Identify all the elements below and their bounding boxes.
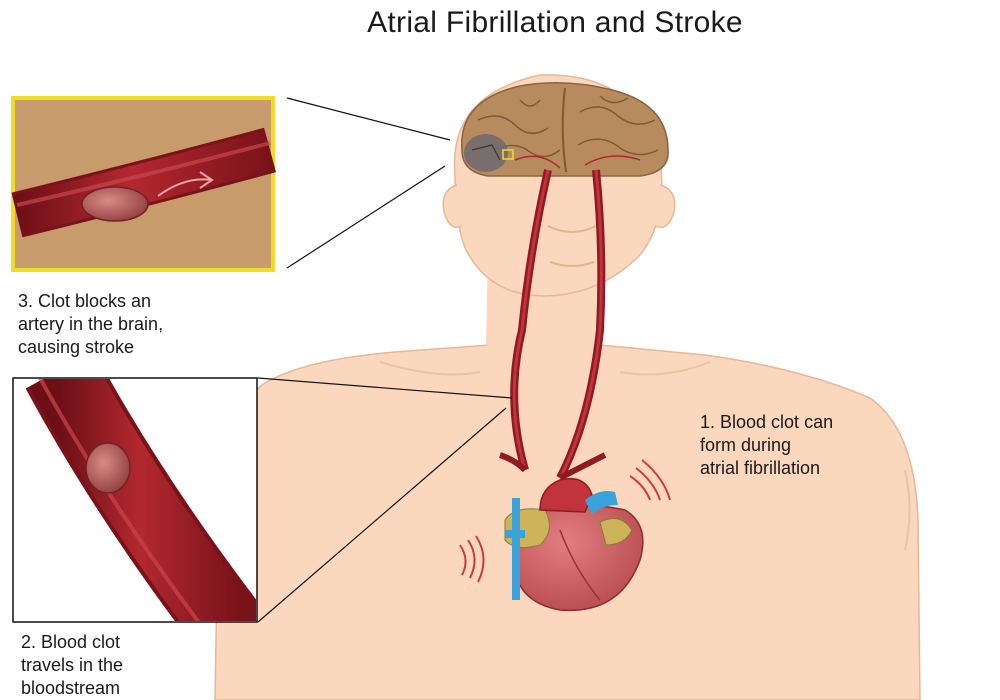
step-1-line-3: atrial fibrillation xyxy=(700,458,821,478)
step-1-caption: 1. Blood clot can form during atrial fib… xyxy=(700,411,833,480)
inset-bloodstream xyxy=(12,377,258,623)
step-3-caption: 3. Clot blocks an artery in the brain, c… xyxy=(18,290,163,359)
brain xyxy=(461,82,669,177)
step-3-line-3: causing stroke xyxy=(18,337,135,357)
callout-lines xyxy=(257,97,513,623)
step-2-line-2: travels in the xyxy=(21,655,124,675)
step-2-caption: 2. Blood clot travels in the bloodstream xyxy=(21,631,123,700)
step-3-line-2: artery in the brain, xyxy=(18,314,164,334)
carotid-arteries xyxy=(499,169,607,481)
step-1-line-2: form during xyxy=(700,435,792,455)
diagram-title: Atrial Fibrillation and Stroke xyxy=(367,6,743,39)
step-2-line-1: 2. Blood clot xyxy=(21,632,121,652)
inset-brain-artery xyxy=(11,96,276,272)
step-2-line-3: bloodstream xyxy=(21,678,121,698)
step-3-line-1: 3. Clot blocks an xyxy=(18,291,152,311)
step-1-line-1: 1. Blood clot can xyxy=(700,412,834,432)
heart xyxy=(459,459,671,612)
